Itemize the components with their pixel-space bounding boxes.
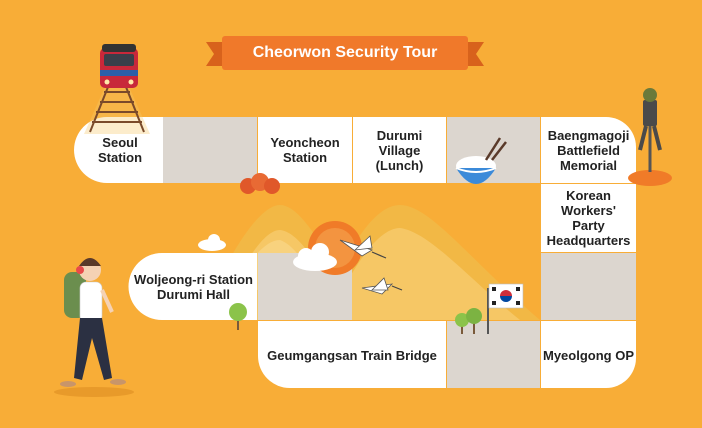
board-path — [74, 117, 636, 388]
soldier-memorial-icon — [628, 88, 672, 186]
tree-icon — [455, 308, 482, 334]
tile-myeolgong — [541, 321, 636, 388]
train-icon — [84, 44, 150, 134]
stop-label-yeoncheon: Yeoncheon Station — [270, 135, 340, 165]
tile-baengmagoji — [541, 117, 636, 183]
tile-korean-workers-party — [541, 184, 636, 252]
cloud-icon — [293, 243, 337, 271]
cloud-icon — [198, 234, 226, 251]
bush-icon — [240, 173, 280, 194]
crane-icon — [339, 235, 387, 259]
stop-label-durumi-village: Durumi Village (Lunch) — [375, 127, 424, 173]
title-banner — [206, 36, 484, 70]
page-title: Cheorwon Security Tour — [252, 44, 438, 61]
tile-gray-3 — [541, 253, 636, 320]
tile-geumgangsan — [258, 321, 446, 388]
rice-bowl-icon — [455, 137, 507, 184]
traveler-icon — [54, 258, 134, 397]
tile-yeoncheon — [258, 117, 352, 183]
tile-durumi-village — [353, 117, 446, 183]
stop-label-woljeong-ri: Woljeong-ri Station Durumi Hall — [134, 272, 253, 302]
tile-seoul — [74, 117, 163, 183]
stop-label-geumgangsan: Geumgangsan Train Bridge — [267, 347, 437, 363]
stop-label-korean-workers-party: Korean Workers' Party Headquarters — [546, 188, 631, 248]
stop-label-baengmagoji: Baengmagoji Battlefield Memorial — [547, 127, 630, 173]
tile-gray-1 — [163, 117, 257, 183]
korea-flag-icon — [487, 283, 524, 334]
stop-label-myeolgong: Myeolgong OP — [543, 347, 634, 363]
crane-icon — [361, 277, 403, 295]
tile-gray-4 — [447, 321, 540, 388]
tree-icon — [229, 303, 247, 330]
tile-woljeong-ri — [128, 253, 257, 320]
stop-label-seoul: Seoul Station — [97, 135, 143, 165]
